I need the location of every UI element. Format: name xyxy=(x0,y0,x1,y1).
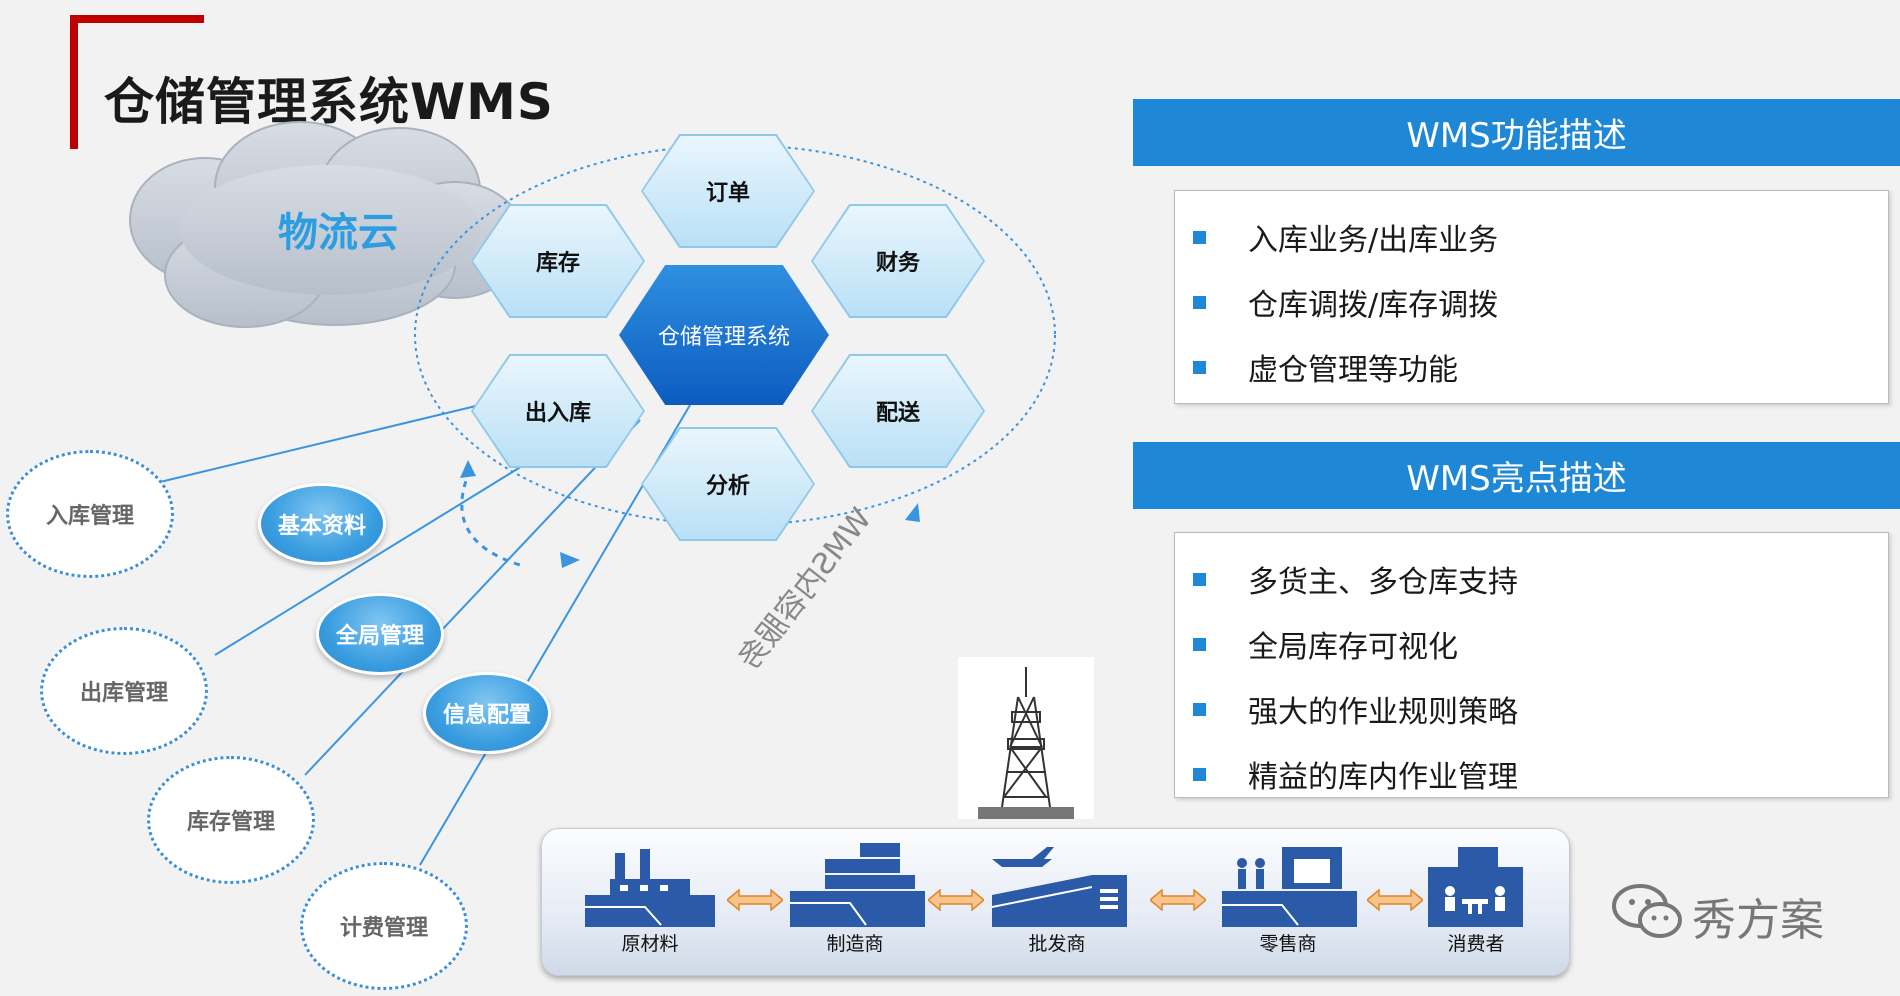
consumer-icon xyxy=(1428,847,1523,927)
bullet-icon xyxy=(1193,295,1206,309)
signal-tower-image xyxy=(958,657,1094,819)
highlight-item: 多货主、多仓库支持 xyxy=(1193,557,1518,601)
mgmt-inventory: 库存管理 xyxy=(147,756,315,884)
chain-label-consumer: 消费者 xyxy=(1447,933,1505,955)
hex-analysis: 分析 xyxy=(643,429,813,539)
mgmt-inbound: 入库管理 xyxy=(6,450,174,578)
function-item: 虚仓管理等功能 xyxy=(1193,345,1458,389)
bullet-icon xyxy=(1193,702,1206,716)
chain-label-raw-materials: 原材料 xyxy=(621,933,679,955)
page-title: 仓储管理系统WMS xyxy=(104,73,554,131)
wechat-icon xyxy=(1612,884,1682,938)
hex-finance: 财务 xyxy=(813,206,983,316)
manufacturer-icon xyxy=(790,843,925,927)
hex-delivery: 配送 xyxy=(813,356,983,466)
cloud-shape xyxy=(129,121,526,328)
bullet-icon xyxy=(1193,230,1206,244)
double-arrow-icon xyxy=(727,889,783,911)
hex-order: 订单 xyxy=(643,136,813,246)
bullet-icon xyxy=(1193,360,1206,374)
chain-label-manufacturer: 制造商 xyxy=(826,933,884,955)
highlight-item: 强大的作业规则策略 xyxy=(1193,687,1518,731)
functions-header: WMS功能描述 xyxy=(1133,99,1900,166)
pill-global-management: 全局管理 xyxy=(316,593,444,675)
title-bracket xyxy=(70,15,204,149)
hex-center-wms: 仓储管理系统 xyxy=(619,265,829,405)
cloud-label: 物流云 xyxy=(278,210,398,256)
highlights-panel: 多货主、多仓库支持 全局库存可视化 强大的作业规则策略 精益的库内作业管理 xyxy=(1174,532,1889,798)
functions-panel: 入库业务/出库业务 仓库调拨/库存调拨 虚仓管理等功能 xyxy=(1174,190,1889,404)
chain-label-wholesaler: 批发商 xyxy=(1028,933,1086,955)
double-arrow-icon xyxy=(1367,889,1423,911)
hex-inventory: 库存 xyxy=(473,206,643,316)
highlights-header: WMS亮点描述 xyxy=(1133,442,1900,509)
factory-icon xyxy=(585,849,715,927)
pill-basic-data: 基本资料 xyxy=(258,483,386,565)
double-arrow-icon xyxy=(928,889,984,911)
retailer-icon xyxy=(1222,847,1357,927)
mgmt-billing: 计费管理 xyxy=(300,862,468,990)
bullet-icon xyxy=(1193,767,1206,781)
pill-info-config: 信息配置 xyxy=(423,672,551,754)
chain-label-retailer: 零售商 xyxy=(1259,933,1317,955)
bullet-icon xyxy=(1193,637,1206,651)
mgmt-outbound: 出库管理 xyxy=(40,627,208,755)
bullet-icon xyxy=(1193,572,1206,586)
function-item: 入库业务/出库业务 xyxy=(1193,215,1498,259)
wholesaler-icon xyxy=(992,847,1127,927)
function-item: 仓库调拨/库存调拨 xyxy=(1193,280,1498,324)
hex-inbound-outbound: 出入库 xyxy=(473,356,643,466)
double-arrow-icon xyxy=(1150,889,1206,911)
watermark-text: 秀方案 xyxy=(1692,895,1824,946)
supply-chain-strip: 原材料 制造商 批发商 零售商 xyxy=(541,828,1570,976)
highlight-item: 精益的库内作业管理 xyxy=(1193,752,1518,796)
highlight-item: 全局库存可视化 xyxy=(1193,622,1458,666)
